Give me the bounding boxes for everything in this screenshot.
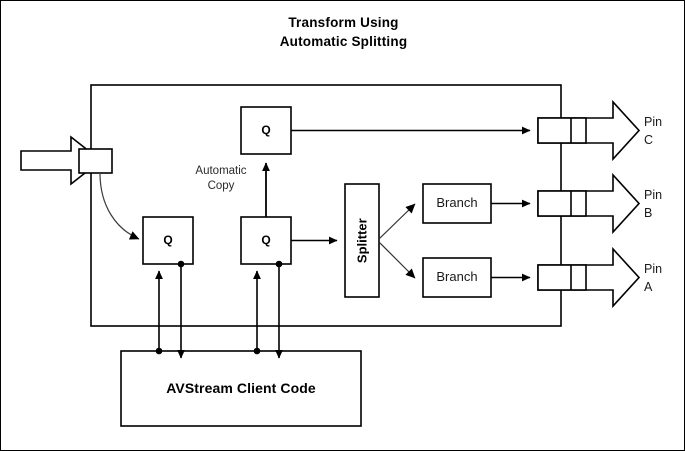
branch-upper xyxy=(422,183,492,224)
page-title-line1: Transform Using xyxy=(288,15,399,30)
splitter-to-branch-upper-line xyxy=(378,203,416,240)
pin-c-block xyxy=(537,117,587,144)
automatic-copy-label-line1: Automatic xyxy=(195,165,247,177)
branch-lower-label: Branch xyxy=(436,269,478,284)
automatic-copy-label-line2: Copy xyxy=(207,180,235,192)
branch-upper-label: Branch xyxy=(436,195,478,210)
queue-copy-label: Q xyxy=(261,233,271,247)
queue-top xyxy=(240,106,292,155)
input-to-queue-curve xyxy=(99,172,140,240)
client-code-label: AVStream Client Code xyxy=(166,380,316,396)
pin-a-block xyxy=(537,264,587,291)
splitter-label: Splitter xyxy=(354,218,370,264)
pin-b-label-line1: Pin xyxy=(644,188,663,202)
pin-a-label-line2: A xyxy=(644,280,653,294)
pin-b-label-line2: B xyxy=(644,206,653,220)
input-pin-block xyxy=(78,148,113,174)
queue-source xyxy=(142,216,194,265)
pin-c-label-line2: C xyxy=(644,133,654,147)
page-title-line2: Automatic Splitting xyxy=(279,34,408,49)
queue-copy xyxy=(240,216,292,265)
pin-c-label-line1: Pin xyxy=(644,115,663,129)
splitter-box xyxy=(344,183,380,298)
queue-top-label: Q xyxy=(261,123,271,137)
pin-b-block xyxy=(537,190,587,217)
pin-a-label-line1: Pin xyxy=(644,262,663,276)
client-code-box xyxy=(120,350,362,427)
queue-source-label: Q xyxy=(163,233,173,247)
splitter-to-branch-lower-line xyxy=(378,241,416,279)
